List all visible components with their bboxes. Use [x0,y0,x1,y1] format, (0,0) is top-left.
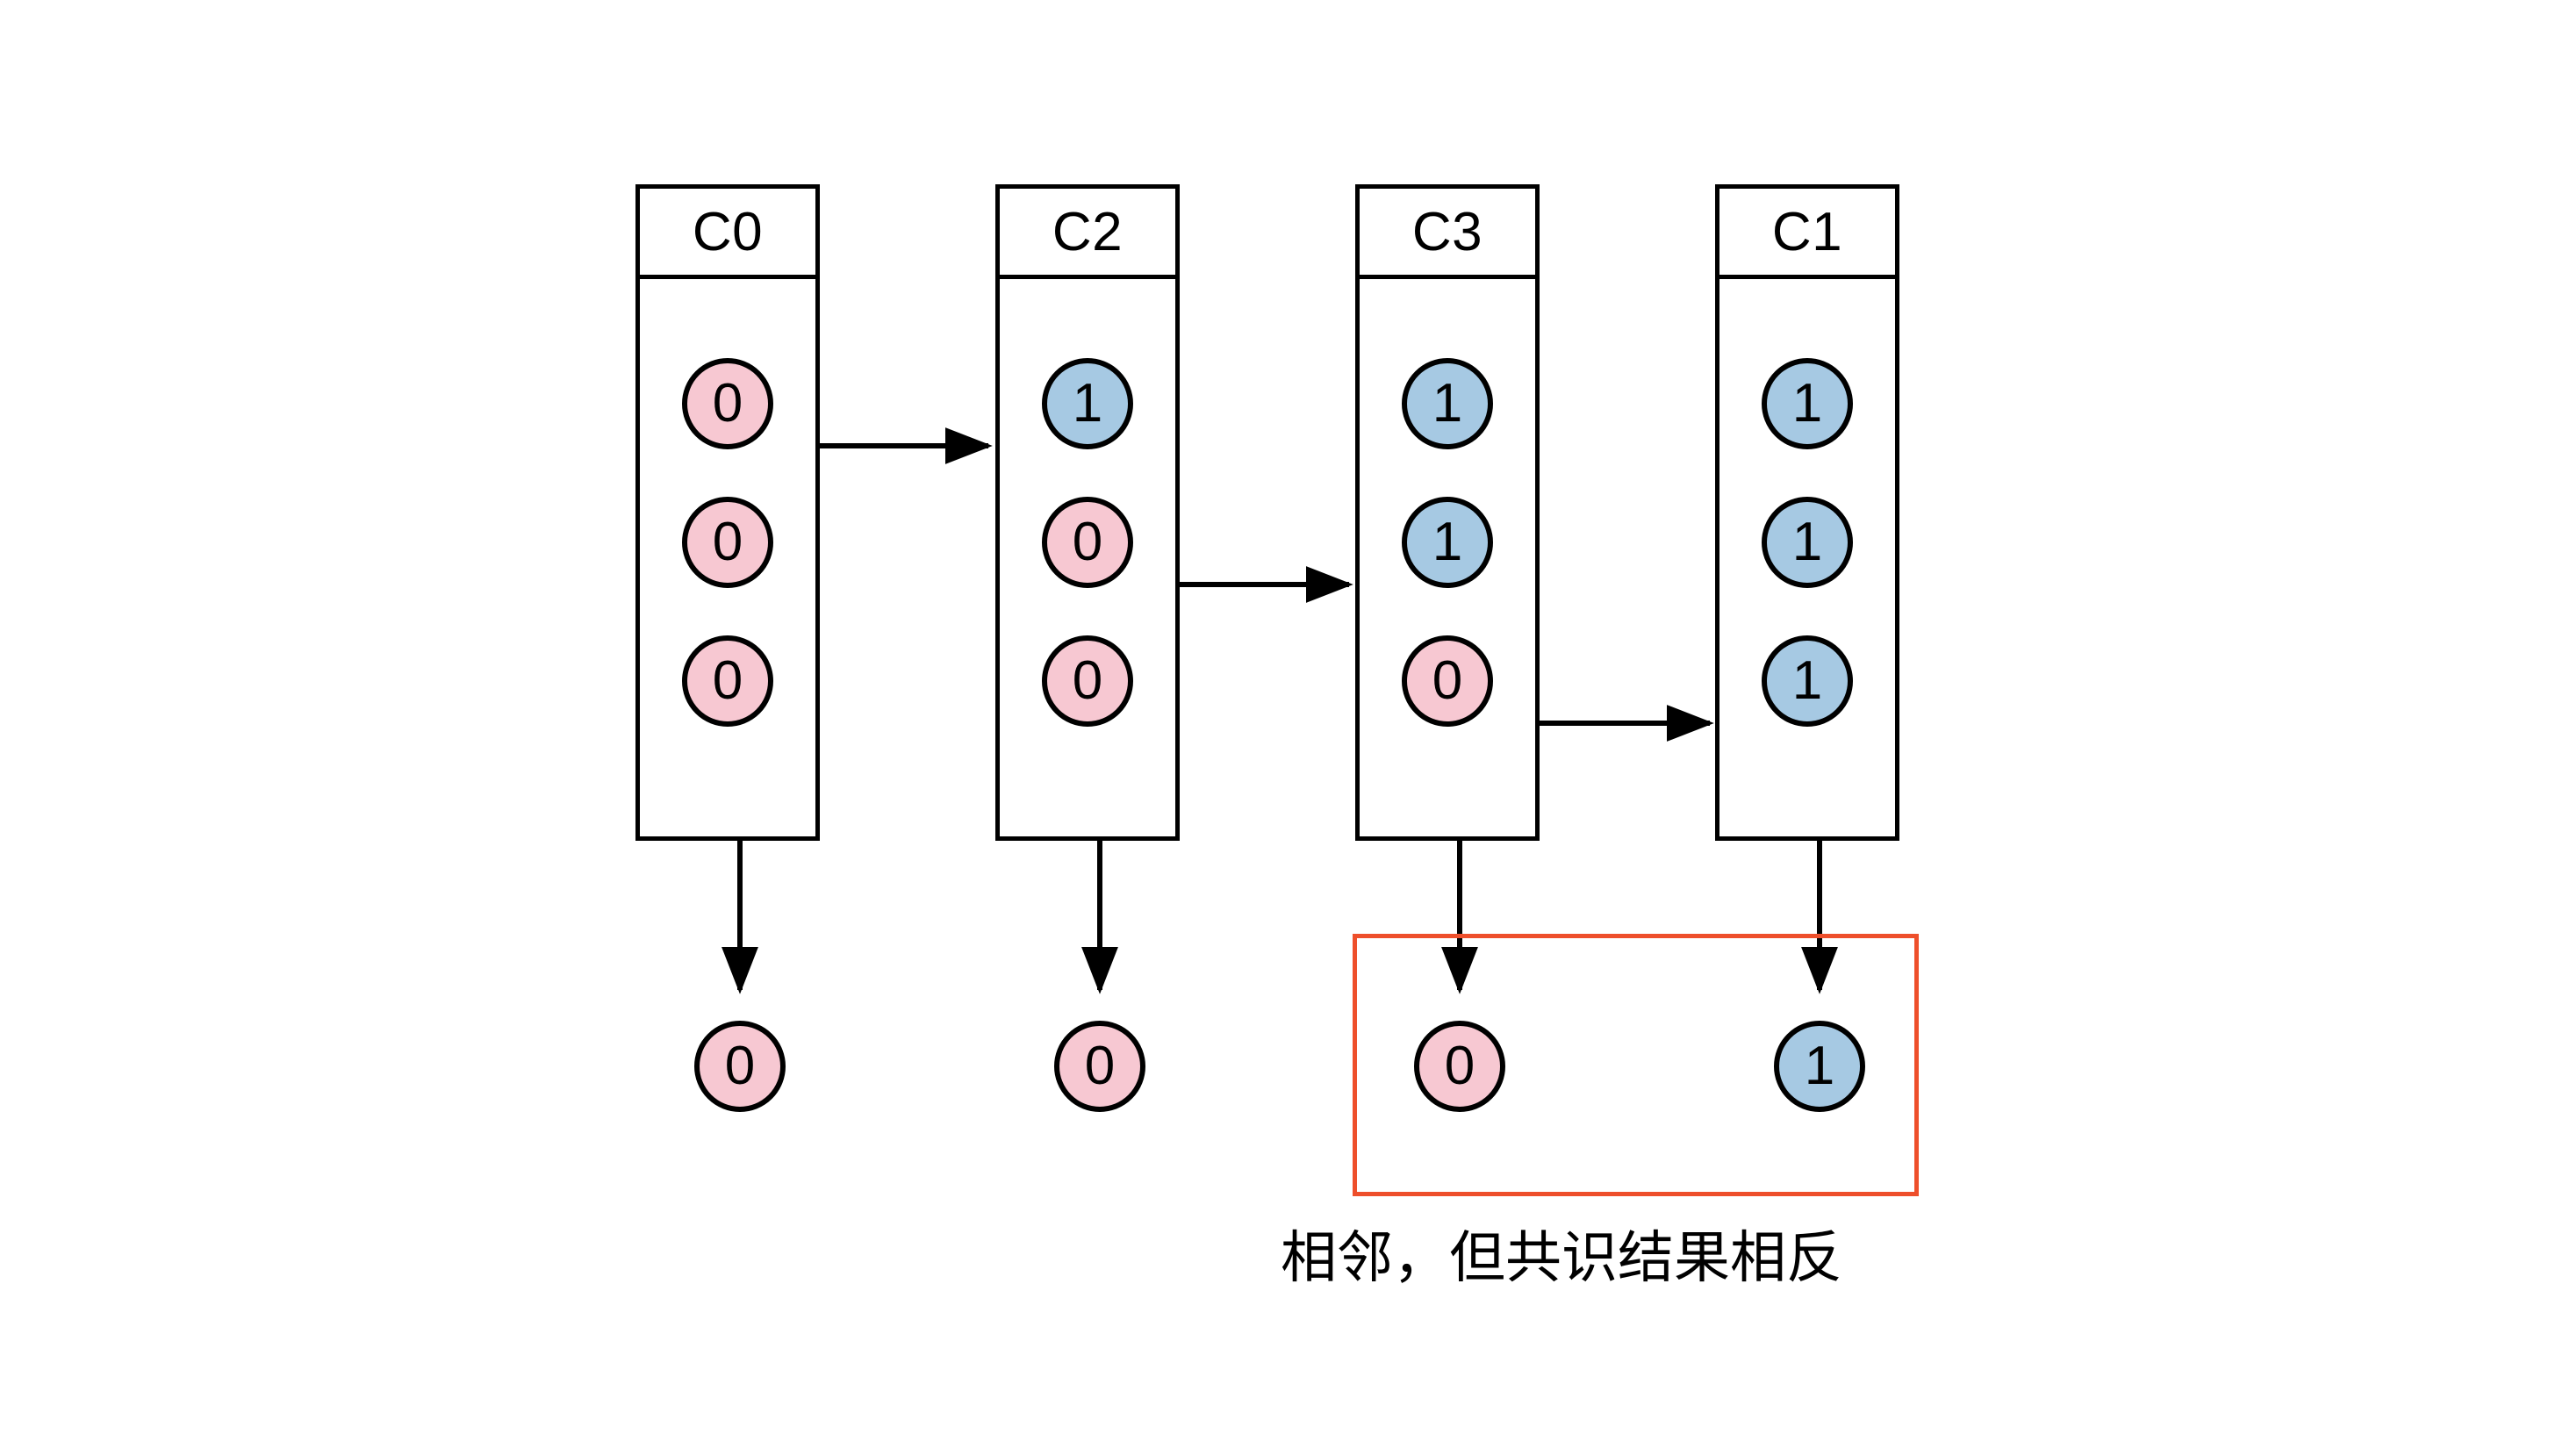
node-c3-row2[interactable]: 1 [1402,497,1493,588]
node-c3-row1[interactable]: 1 [1402,358,1493,449]
column-c2-body: 1 0 0 [1000,279,1175,836]
node-c0-row2[interactable]: 0 [682,497,773,588]
node-c3-row3[interactable]: 0 [1402,635,1493,727]
column-c3-header: C3 [1360,189,1535,279]
column-c0[interactable]: C0 0 0 0 [635,184,820,841]
node-c1-row2[interactable]: 1 [1762,497,1853,588]
node-c2-row2[interactable]: 0 [1042,497,1133,588]
node-c2-row3[interactable]: 0 [1042,635,1133,727]
column-c2-header: C2 [1000,189,1175,279]
column-c1-body: 1 1 1 [1719,279,1895,836]
column-c0-header: C0 [640,189,815,279]
column-c0-body: 0 0 0 [640,279,815,836]
highlight-region [1353,934,1919,1196]
result-c2[interactable]: 0 [1054,1021,1145,1112]
result-c3[interactable]: 0 [1414,1021,1505,1112]
column-c3-body: 1 1 0 [1360,279,1535,836]
column-c1-header: C1 [1719,189,1895,279]
column-c2[interactable]: C2 1 0 0 [995,184,1180,841]
node-c0-row3[interactable]: 0 [682,635,773,727]
node-c2-row1[interactable]: 1 [1042,358,1133,449]
column-c3[interactable]: C3 1 1 0 [1355,184,1540,841]
node-c1-row1[interactable]: 1 [1762,358,1853,449]
column-c1[interactable]: C1 1 1 1 [1715,184,1899,841]
node-c0-row1[interactable]: 0 [682,358,773,449]
highlight-caption: 相邻，但共识结果相反 [1281,1226,1842,1291]
result-c1[interactable]: 1 [1774,1021,1865,1112]
node-c1-row3[interactable]: 1 [1762,635,1853,727]
result-c0[interactable]: 0 [694,1021,786,1112]
